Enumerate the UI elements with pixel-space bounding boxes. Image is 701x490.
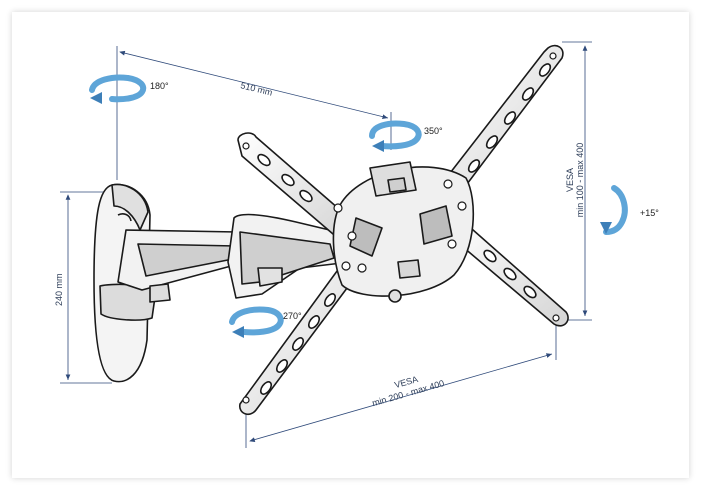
arm-swivel-label: 270° (283, 311, 302, 321)
rotation-arrow-icon (369, 120, 422, 152)
vesa-vertical-range: min 100 - max 400 (575, 143, 585, 218)
tilt-label: +15° (640, 208, 659, 218)
dimension-line-vesa-h (249, 353, 553, 442)
wall-swivel-label: 180° (150, 81, 169, 91)
head-swivel-rotation: 350° (369, 120, 443, 152)
dimension-line-510 (119, 50, 389, 119)
plate-height-label: 240 mm (54, 273, 64, 306)
wall-swivel-rotation: 180° (89, 74, 169, 104)
rotation-arrow-icon (89, 74, 147, 104)
head-swivel-label: 350° (424, 126, 443, 136)
vesa-head-bracket (237, 44, 569, 416)
tilt-arrow-icon (600, 185, 628, 235)
arm-swivel-rotation: 270° (229, 306, 302, 338)
second-arm (227, 213, 351, 299)
first-arm (117, 229, 247, 303)
arm-length-label: 510 mm (240, 80, 274, 97)
vesa-vertical-dimension: VESA min 100 - max 400 (562, 41, 592, 321)
tilt-rotation: +15° (600, 185, 659, 235)
hub-plate (332, 166, 475, 297)
vesa-vertical-title: VESA (565, 168, 575, 192)
rotation-arrow-icon (229, 306, 284, 338)
